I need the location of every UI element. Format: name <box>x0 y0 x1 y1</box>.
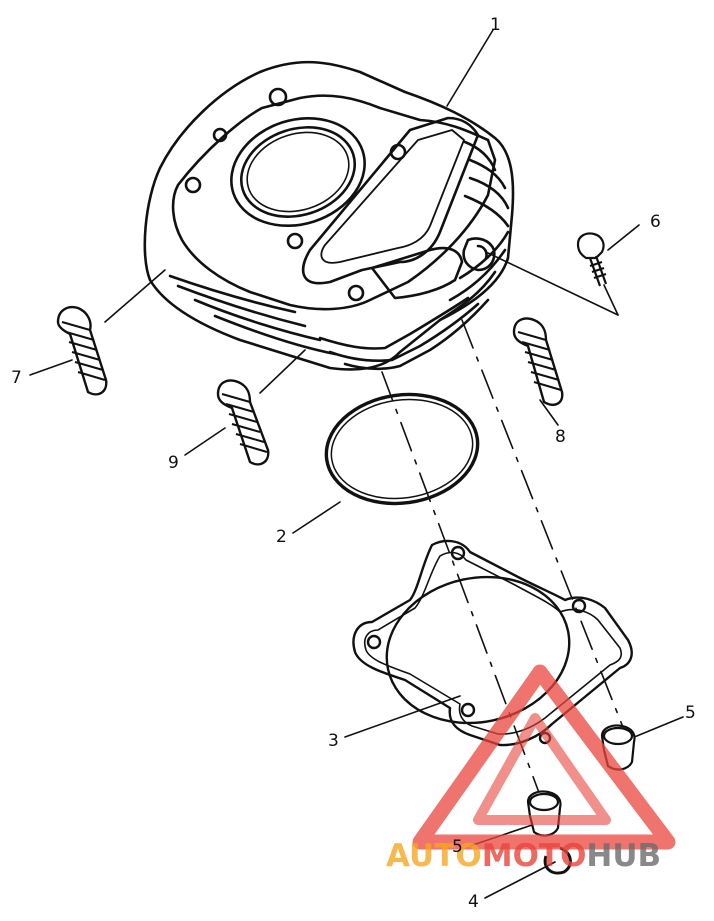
part-labels: 1 2 3 4 5 5 6 7 8 9 <box>11 15 696 912</box>
label-stud-bolt-7: 7 <box>11 368 22 388</box>
leader-lines <box>29 29 684 899</box>
label-cylinder: 1 <box>490 15 501 35</box>
label-dowel-pin-a: 5 <box>685 703 696 723</box>
stud-bolt-9-shape <box>216 379 270 466</box>
stud-bolt-8-shape <box>512 317 564 406</box>
label-o-ring: 2 <box>276 527 287 547</box>
bolt-6-shape <box>576 232 608 287</box>
watermark-part1: AUTO <box>386 838 482 874</box>
label-cylinder-gasket: 3 <box>328 731 339 751</box>
svg-text:AUTOMOTOHUB: AUTOMOTOHUB <box>386 838 661 874</box>
watermark-logo: AUTOMOTOHUB <box>386 664 676 874</box>
stud-bolt-7-shape <box>56 306 108 396</box>
o-ring <box>324 392 480 506</box>
label-dowel-pin-b: 5 <box>452 837 463 857</box>
label-bolt: 6 <box>650 212 661 232</box>
clip-shape <box>543 846 572 875</box>
watermark-part3: HUB <box>586 838 661 874</box>
watermark-part2: MOTO <box>482 838 587 874</box>
label-clip: 4 <box>468 892 479 912</box>
cylinder-block <box>143 60 515 371</box>
label-stud-bolt-8: 8 <box>555 427 566 447</box>
label-stud-bolt-9: 9 <box>168 453 179 473</box>
